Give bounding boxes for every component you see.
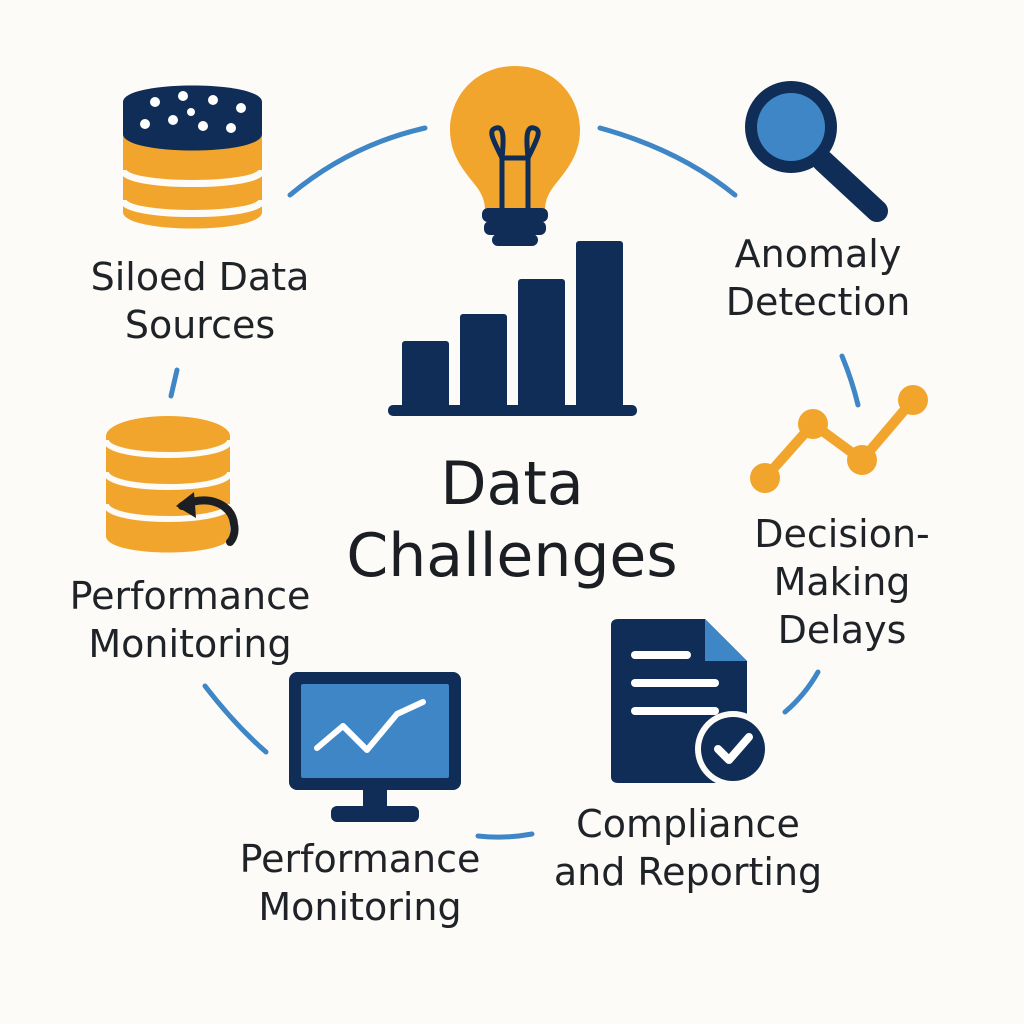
connector-arc [782, 669, 821, 715]
monitor-icon [289, 672, 461, 822]
connector-arc [202, 683, 269, 755]
database-icon [119, 85, 266, 229]
node-label-performance-bottom: Performance Monitoring [239, 837, 481, 929]
magnifier-icon [745, 81, 888, 222]
lightbulb-icon [450, 66, 580, 246]
connector-arc [839, 353, 861, 408]
connector-arc [168, 367, 180, 399]
connector-arc [475, 831, 535, 840]
center-title-line1: Data [440, 449, 584, 519]
document-check-icon [611, 619, 771, 787]
connector-arc [287, 125, 428, 198]
center-title: Data Challenges [312, 448, 712, 592]
node-label-performance-left: Performance Monitoring [69, 574, 311, 666]
line-graph-icon [750, 385, 928, 493]
node-label-anomaly: Anomaly Detection [725, 232, 911, 324]
bar-chart-icon [388, 241, 637, 416]
node-label-decision: Decision- Making Delays [754, 512, 930, 652]
node-label-siloed: Siloed Data Sources [90, 255, 310, 347]
connector-arc [597, 125, 738, 198]
center-title-line2: Challenges [346, 521, 678, 591]
node-label-compliance: Compliance and Reporting [553, 802, 823, 894]
database-restore-icon [103, 416, 239, 553]
